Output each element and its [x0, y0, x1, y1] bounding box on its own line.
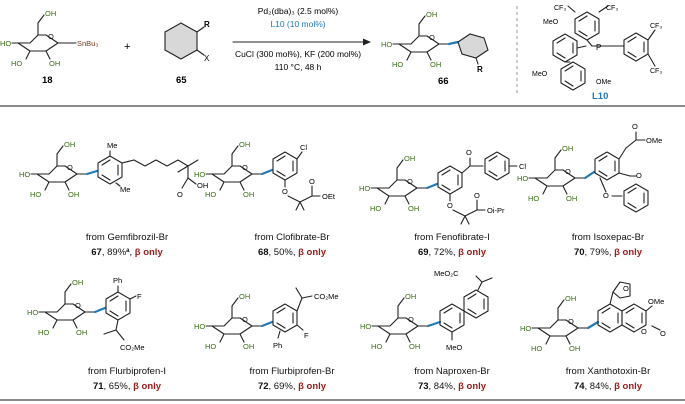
source-text: from Gemfibrozil-Br — [86, 232, 168, 243]
caption-69: from Fenofibrate-I 69, 72%, β only — [414, 232, 490, 258]
product-66: R 66 — [380, 9, 489, 87]
ester-o: O — [632, 122, 638, 131]
ring-o: O — [603, 191, 609, 200]
ketone-o: O — [466, 148, 472, 157]
example-73: MeO₂C MeO — [359, 269, 493, 352]
substituent-f: F — [304, 331, 309, 340]
ether-o: O — [447, 201, 453, 210]
ligand-cf3-1: CF₃ — [554, 5, 566, 12]
substituent-cl: Cl — [300, 143, 307, 152]
caption-68: from Clofibrate-Br 68, 50%, β only — [255, 232, 330, 258]
source-text: from Flurbiprofen-I — [88, 366, 166, 377]
result-text: 73, 84%, β only — [418, 381, 487, 392]
source-text: from Xanthotoxin-Br — [566, 366, 650, 377]
catalyst-text: Pd₂(dba)₃ (2.5 mol%) — [258, 6, 339, 16]
caption-67: from Gemfibrozil-Br 67, 89%a, β only — [86, 232, 168, 258]
temperature-time-text: 110 °C, 48 h — [275, 62, 322, 72]
example-71: Ph F CO₂Me — [26, 276, 145, 352]
ligand-ome: OMe — [596, 79, 611, 86]
example-69: O Cl O Oi-Pr O — [358, 148, 526, 225]
caption-72: from Flurbiprofen-Br 72, 69%, β only — [250, 366, 335, 392]
product-r-group: R — [477, 65, 483, 74]
caption-73: from Naproxen-Br 73, 84%, β only — [414, 366, 490, 392]
result-text: 72, 69%, β only — [258, 381, 327, 392]
substituent-o: O — [177, 190, 183, 199]
lactone-o: O — [641, 327, 647, 336]
ligand-l10: P MeO CF₃ CF₃ CF₃ CF₃ MeO OMe L10 — [532, 5, 662, 102]
source-text: from Flurbiprofen-Br — [250, 366, 335, 377]
ligand-meo-top: MeO — [543, 19, 559, 26]
carbonyl-o: O — [660, 329, 666, 338]
substituent-oet: OEt — [322, 192, 336, 201]
ligand-p: P — [596, 43, 601, 52]
substituent-co2me: CO₂Me — [314, 292, 339, 301]
starting-material-65: R X 65 — [164, 20, 210, 86]
source-text: from Naproxen-Br — [414, 366, 490, 377]
ligand-loading-text: L10 (10 mol%) — [270, 19, 325, 29]
result-text: 67, 89%a, β only — [91, 247, 163, 258]
x-group: X — [204, 54, 210, 63]
result-text: 74, 84%, β only — [574, 381, 643, 392]
substituent-ome: OMe — [646, 136, 662, 145]
substituent-oipr: Oi-Pr — [487, 206, 505, 215]
substituent-me-bottom: Me — [120, 185, 130, 194]
result-text: 70, 79%, β only — [574, 247, 643, 258]
compound-66-label: 66 — [438, 76, 449, 87]
substituent-co2me: CO₂Me — [120, 343, 145, 352]
example-67: Me Me OH O — [18, 139, 208, 200]
substituent-cl: Cl — [519, 162, 526, 171]
example-72: CO₂Me Ph F — [193, 287, 339, 352]
additives-text: CuCl (300 mol%), KF (200 mol%) — [235, 49, 361, 59]
carbonyl-o: O — [474, 191, 480, 200]
compound-65-label: 65 — [176, 75, 187, 86]
substituent-me-top: Me — [107, 141, 117, 150]
compound-18-label: 18 — [42, 75, 53, 86]
ligand-meo-bottom: MeO — [532, 71, 548, 78]
ligand-cf3-4: CF₃ — [650, 68, 662, 75]
substituent-ph: Ph — [273, 341, 282, 350]
substituent-ome: OMe — [648, 297, 664, 306]
result-text: 69, 72%, β only — [418, 247, 487, 258]
furan-o: O — [623, 284, 629, 293]
example-68: Cl O OEt O — [193, 139, 336, 211]
substituent-oh: OH — [197, 181, 208, 190]
caption-74: from Xanthotoxin-Br 74, 84%, β only — [566, 366, 650, 392]
source-text: from Fenofibrate-I — [414, 232, 490, 243]
reaction-conditions: Pd₂(dba)₃ (2.5 mol%) L10 (10 mol%) CuCl … — [232, 6, 371, 72]
source-text: from Clofibrate-Br — [255, 232, 330, 243]
ether-o: O — [282, 187, 288, 196]
stannyl-group: SnBu₃ — [77, 39, 98, 48]
plus-sign: + — [124, 41, 130, 53]
substituent-meo: MeO — [446, 343, 462, 352]
r-group: R — [204, 20, 210, 29]
substituent-meo2c: MeO₂C — [434, 269, 459, 278]
caption-70: from Isoxepac-Br 70, 79%, β only — [572, 232, 644, 258]
source-text: from Isoxepac-Br — [572, 232, 644, 243]
result-text: 68, 50%, β only — [258, 247, 327, 258]
substituent-f: F — [137, 292, 142, 301]
ligand-cf3-2: CF₃ — [606, 5, 618, 12]
ligand-label: L10 — [592, 91, 608, 102]
caption-71: from Flurbiprofen-I 71, 65%, β only — [88, 366, 166, 392]
starting-material-18: SnBu₃ 18 — [0, 8, 98, 86]
example-74: O OMe O O — [519, 281, 666, 354]
ligand-cf3-3: CF₃ — [650, 23, 662, 30]
result-text: 71, 65%, β only — [93, 381, 162, 392]
carbonyl-o: O — [309, 177, 315, 186]
example-70: O OMe O O — [516, 122, 662, 213]
substituent-ph: Ph — [113, 276, 122, 285]
ketone-o: O — [636, 171, 642, 180]
